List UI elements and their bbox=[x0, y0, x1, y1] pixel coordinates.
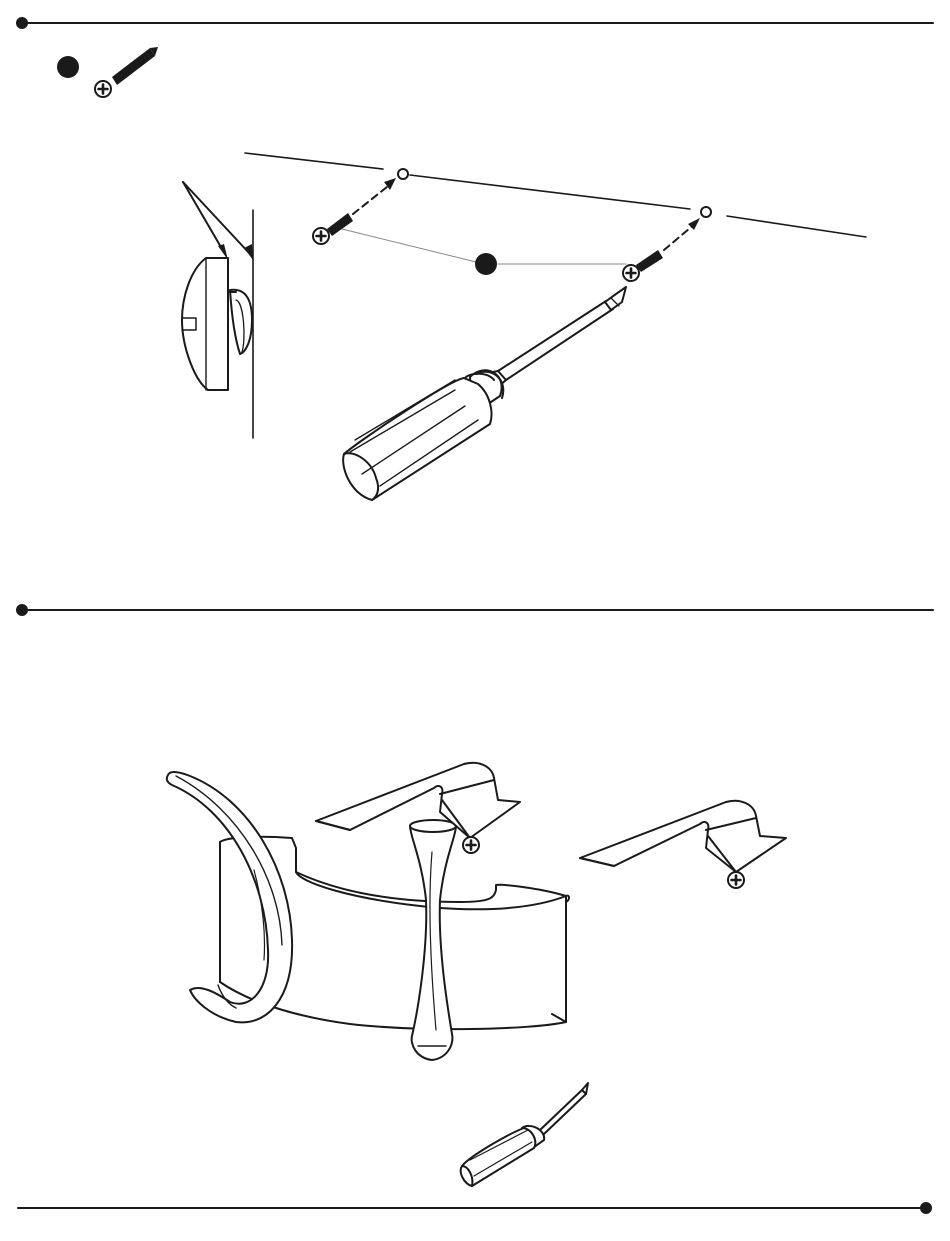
wall-line bbox=[245, 153, 383, 169]
wood-screw-icon bbox=[623, 218, 700, 281]
wood-screw-icon bbox=[95, 47, 158, 97]
small-screwdriver-icon bbox=[461, 1083, 588, 1186]
step-two bbox=[167, 763, 786, 1186]
wood-screw-icon bbox=[313, 178, 396, 244]
wall-hole bbox=[398, 169, 408, 179]
section-divider-bottom bbox=[18, 1202, 932, 1214]
wall-hole bbox=[701, 207, 711, 217]
section-divider-top bbox=[16, 17, 933, 29]
phillips-screwdriver-icon bbox=[343, 287, 626, 500]
part-badge bbox=[57, 56, 79, 78]
hook-flush-to-wall-side-view bbox=[182, 182, 253, 438]
step-one bbox=[57, 47, 866, 500]
section-divider-middle bbox=[16, 604, 933, 616]
mounting-bracket-icon bbox=[580, 801, 786, 888]
part-badge bbox=[475, 253, 497, 275]
